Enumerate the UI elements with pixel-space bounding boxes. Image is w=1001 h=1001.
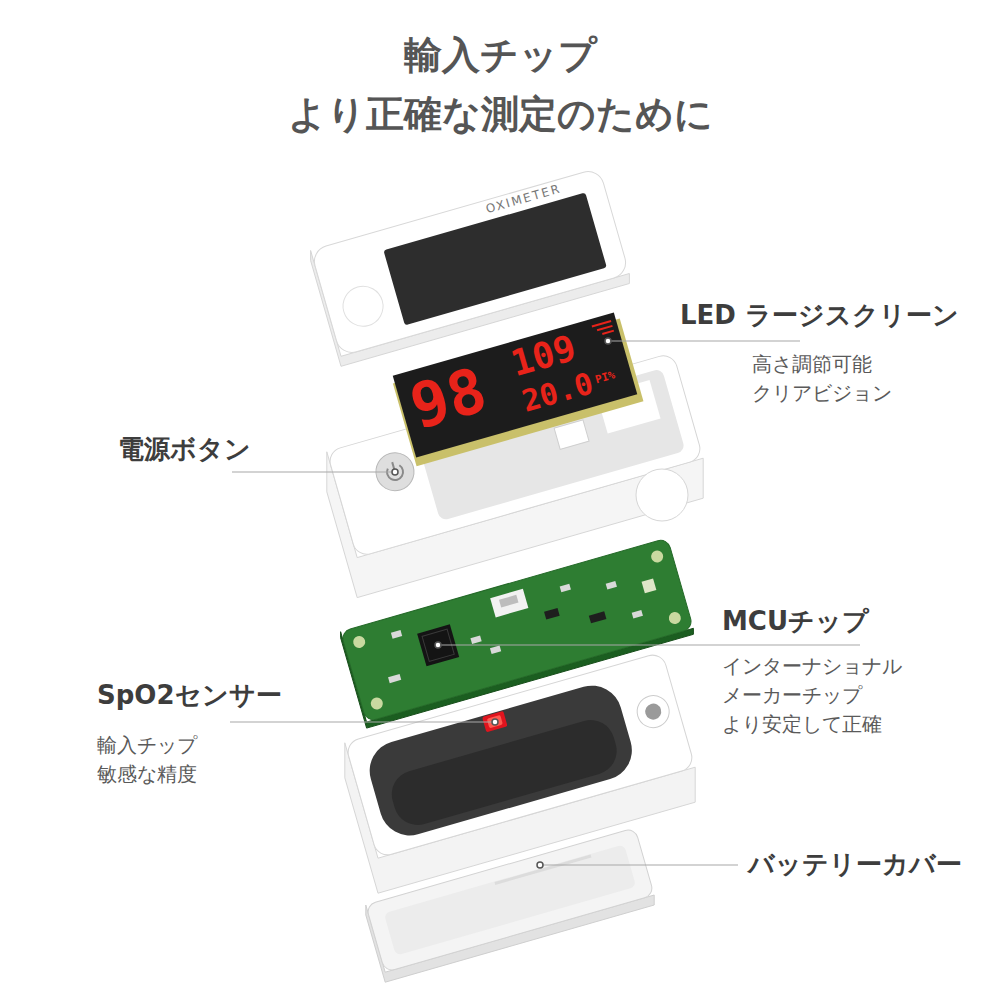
- callout-heading: LED ラージスクリーン: [680, 300, 959, 331]
- callout-note: 高さ調節可能 クリアビジョン: [752, 350, 892, 408]
- brand-print: OXIMETER: [485, 182, 563, 217]
- callout-note: 輸入チップ 敏感な精度: [97, 731, 197, 789]
- lcd-unit: PI%: [594, 369, 616, 385]
- page-title: 輸入チップ より正確な測定のために: [288, 26, 713, 144]
- top-cover: [311, 168, 630, 367]
- lcd-reading: 98: [404, 358, 493, 438]
- callout-heading: バッテリーカバー: [748, 849, 962, 880]
- callout-heading: SpO2センサー: [97, 680, 282, 711]
- leader-dots: [392, 338, 611, 868]
- callout-note: インターナショナル メーカーチップ より安定して正確: [722, 652, 902, 739]
- callout-heading: 電源ボタン: [118, 434, 251, 465]
- leader-lines: [230, 341, 860, 865]
- callout-heading: MCUチップ: [722, 606, 869, 637]
